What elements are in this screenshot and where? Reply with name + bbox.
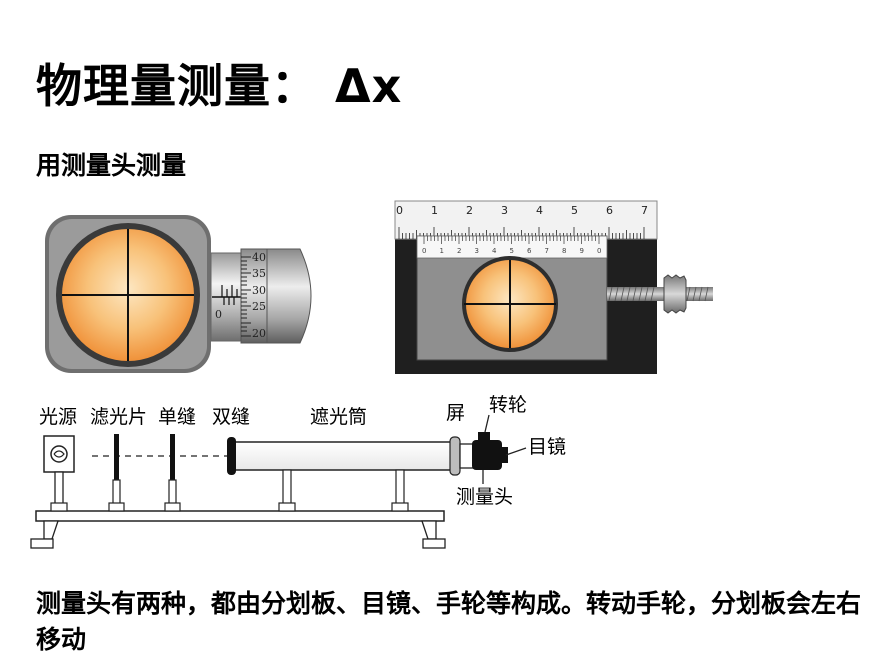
description: 测量头有两种，都由分划板、目镜、手轮等构成。转动手轮，分划板会左右移动 xyxy=(36,589,862,654)
vernier-scale-label: 0 xyxy=(597,247,601,255)
vernier-scale-label: 7 xyxy=(545,247,549,255)
wheel xyxy=(478,432,490,441)
tube-label: 遮光筒 xyxy=(310,406,367,428)
vernier-scale-label: 4 xyxy=(492,247,497,255)
page-title: 物理量测量： Δx xyxy=(36,59,403,113)
main-scale-label: 5 xyxy=(571,204,578,217)
filter-label: 滤光片 xyxy=(90,406,147,428)
measuring-head-label: 测量头 xyxy=(456,486,513,508)
double-slit xyxy=(227,437,236,475)
light-shield-tube xyxy=(231,441,457,471)
micrometer-head: 0 40 35 30 25 20 xyxy=(45,215,312,373)
optical-bench xyxy=(35,510,445,522)
light-source-label: 光源 xyxy=(39,406,77,428)
main-scale xyxy=(394,200,658,240)
drum-mark: 40 xyxy=(252,251,266,264)
single-slit-label: 单缝 xyxy=(158,406,196,428)
vernier-scale-label: 3 xyxy=(475,247,479,255)
drum-mark: 30 xyxy=(252,284,266,297)
hand-wheel xyxy=(663,274,687,314)
drum-mark: 35 xyxy=(252,267,266,280)
eyepiece xyxy=(500,447,508,463)
main-scale-label: 4 xyxy=(536,204,543,217)
wheel-label: 转轮 xyxy=(489,394,527,416)
filter xyxy=(114,434,119,480)
vernier-scale-label: 8 xyxy=(562,247,566,255)
vernier-scale-label: 1 xyxy=(440,247,444,255)
main-scale-label: 1 xyxy=(431,204,438,217)
measuring-head xyxy=(472,440,502,470)
double-slit-label: 双缝 xyxy=(212,406,250,428)
main-scale-label: 0 xyxy=(396,204,403,217)
vernier-head: 0 1 2 3 4 5 6 7 0 1 2 3 4 5 6 7 8 9 0 xyxy=(394,200,713,374)
sleeve-zero-label: 0 xyxy=(215,308,222,321)
vernier-scale-label: 2 xyxy=(457,247,461,255)
main-scale-label: 3 xyxy=(501,204,508,217)
screen xyxy=(449,436,461,476)
drum-mark: 20 xyxy=(252,327,266,340)
screen-label: 屏 xyxy=(446,402,465,424)
drum-mark: 25 xyxy=(252,300,266,313)
main-scale-label: 6 xyxy=(606,204,613,217)
eyepiece-label: 目镜 xyxy=(528,436,566,458)
vernier-scale-label: 9 xyxy=(580,247,584,255)
apparatus: 光源 滤光片 单缝 双缝 遮光筒 屏 转轮 目镜 测量头 xyxy=(30,394,566,549)
subtitle: 用测量头测量 xyxy=(36,151,187,180)
vernier-scale-label: 5 xyxy=(510,247,514,255)
vernier-scale-label: 6 xyxy=(527,247,532,255)
main-scale-label: 7 xyxy=(641,204,648,217)
single-slit xyxy=(170,434,175,480)
main-scale-label: 2 xyxy=(466,204,473,217)
vernier-scale-label: 0 xyxy=(422,247,426,255)
